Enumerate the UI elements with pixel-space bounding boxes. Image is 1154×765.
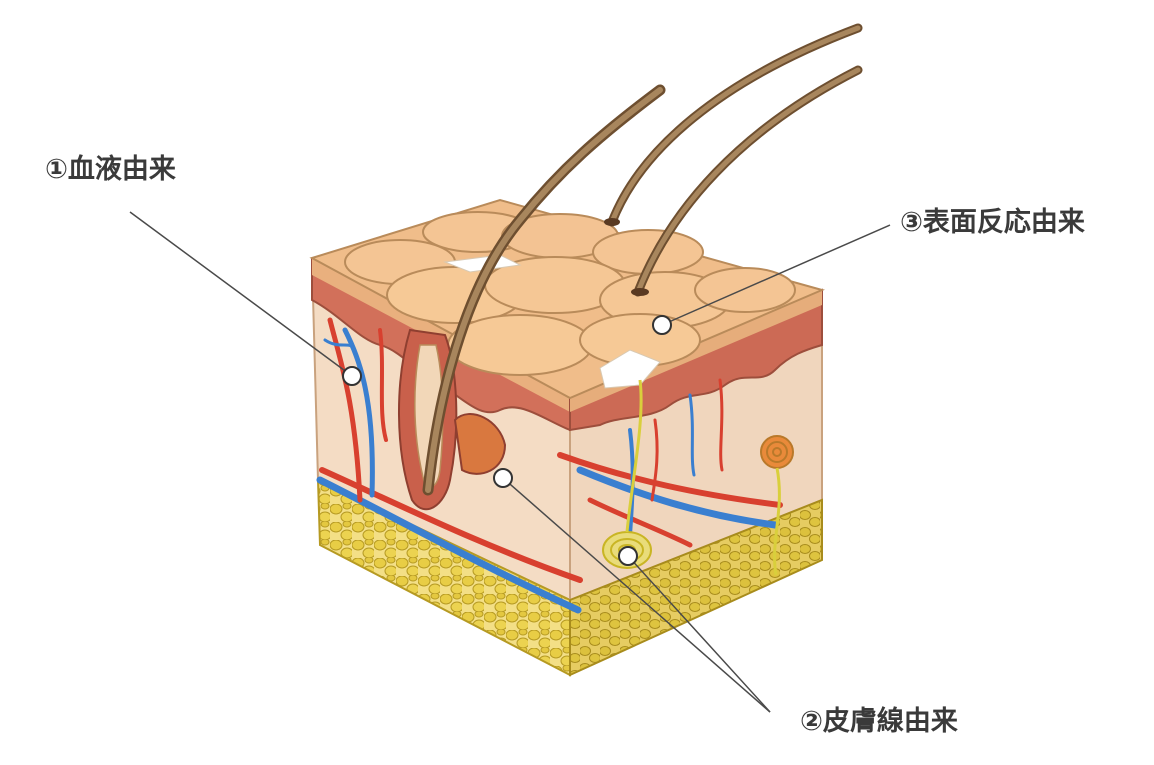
label-skin-gland-origin: ②皮膚線由来 [800, 706, 958, 737]
blood-vessels [316, 317, 783, 614]
marker-sweat-gland [618, 546, 638, 566]
marker-blood [342, 366, 362, 386]
label-blood-origin: ①血液由来 [45, 154, 176, 185]
marker-surface [652, 315, 672, 335]
hairs [422, 23, 863, 496]
marker-sebaceous [493, 468, 513, 488]
skin-surface [309, 198, 826, 400]
leader-lines [129, 211, 891, 713]
leader-line-surface [661, 224, 891, 326]
leader-line-gland-1 [502, 477, 771, 713]
label-surface-reaction-origin: ③表面反応由来 [900, 207, 1085, 238]
leader-line-gland-2 [627, 555, 771, 713]
hair-follicle [398, 328, 507, 511]
marker-dots [342, 315, 672, 566]
leader-line-blood [129, 211, 353, 377]
sweat-gland-right [760, 435, 794, 576]
